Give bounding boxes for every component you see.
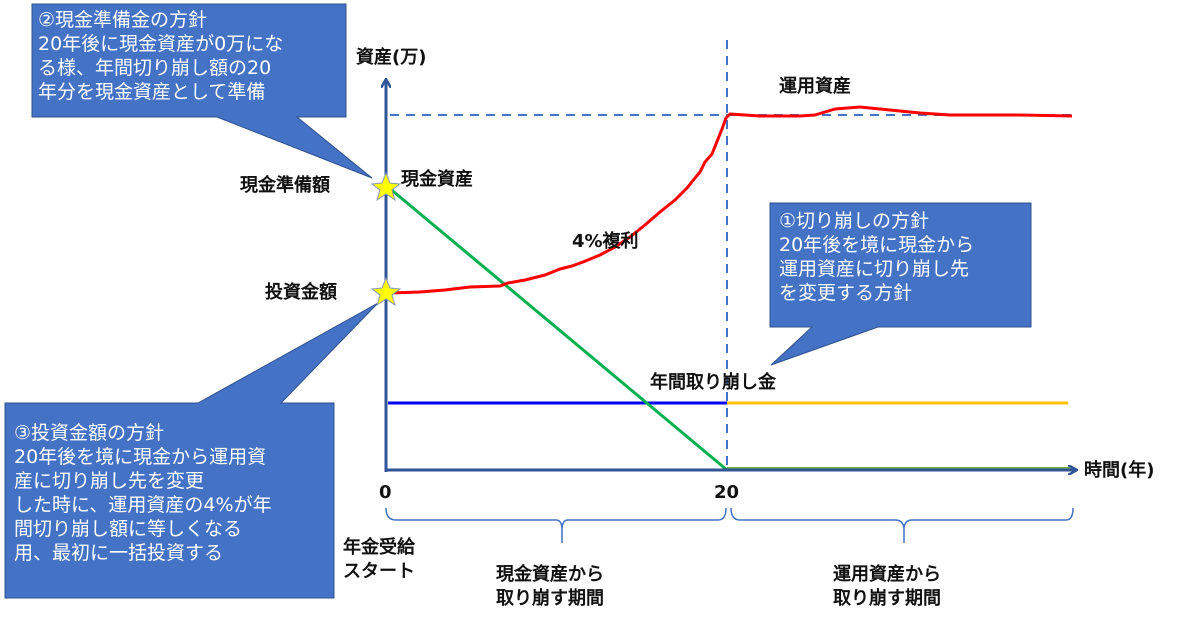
cash-asset-line <box>387 185 728 472</box>
callout-policy-3 <box>4 302 379 599</box>
callout-policy-2 <box>31 3 373 179</box>
x-tick-0: 0 <box>379 482 392 503</box>
operating-asset-curve <box>389 105 1073 295</box>
callout-policy-2-text: ②現金準備金の方針 20年後に現金資産が0万にな る様、年間切り崩し額の20 年… <box>38 9 284 103</box>
brace-cash-period <box>385 507 727 543</box>
pension-start-label: 年金受給 スタート <box>343 537 415 582</box>
cash-reserve-amount-label: 現金準備額 <box>240 175 330 196</box>
x-axis-label: 時間(年) <box>1084 460 1155 481</box>
x-tick-20: 20 <box>714 482 740 503</box>
operating-asset-label: 運用資産 <box>779 76 851 97</box>
period-cash-label: 現金資産から 取り崩す期間 <box>496 564 604 609</box>
period-operating-label: 運用資産から 取り崩す期間 <box>833 564 941 609</box>
investment-amount-star-icon <box>370 276 402 307</box>
y-axis-label: 資産(万) <box>356 47 427 68</box>
brace-operating-period <box>730 507 1074 543</box>
callout-policy-1-text: ①切り崩しの方針 20年後を境に現金から 運用資産に切り崩し先 を変更する方針 <box>779 210 975 304</box>
annual-withdrawal-label: 年間取り崩し金 <box>650 372 776 393</box>
investment-amount-label: 投資金額 <box>265 282 337 303</box>
cash-reserve-star-icon <box>370 171 402 202</box>
callout-policy-1 <box>769 202 1032 366</box>
cash-asset-label: 現金資産 <box>401 169 473 190</box>
compound-interest-label: 4%複利 <box>572 231 639 252</box>
callout-policy-3-text: ③投資金額の方針 20年後を境に現金から運用資 産に切り崩し先を変更 した時に、… <box>14 422 272 564</box>
